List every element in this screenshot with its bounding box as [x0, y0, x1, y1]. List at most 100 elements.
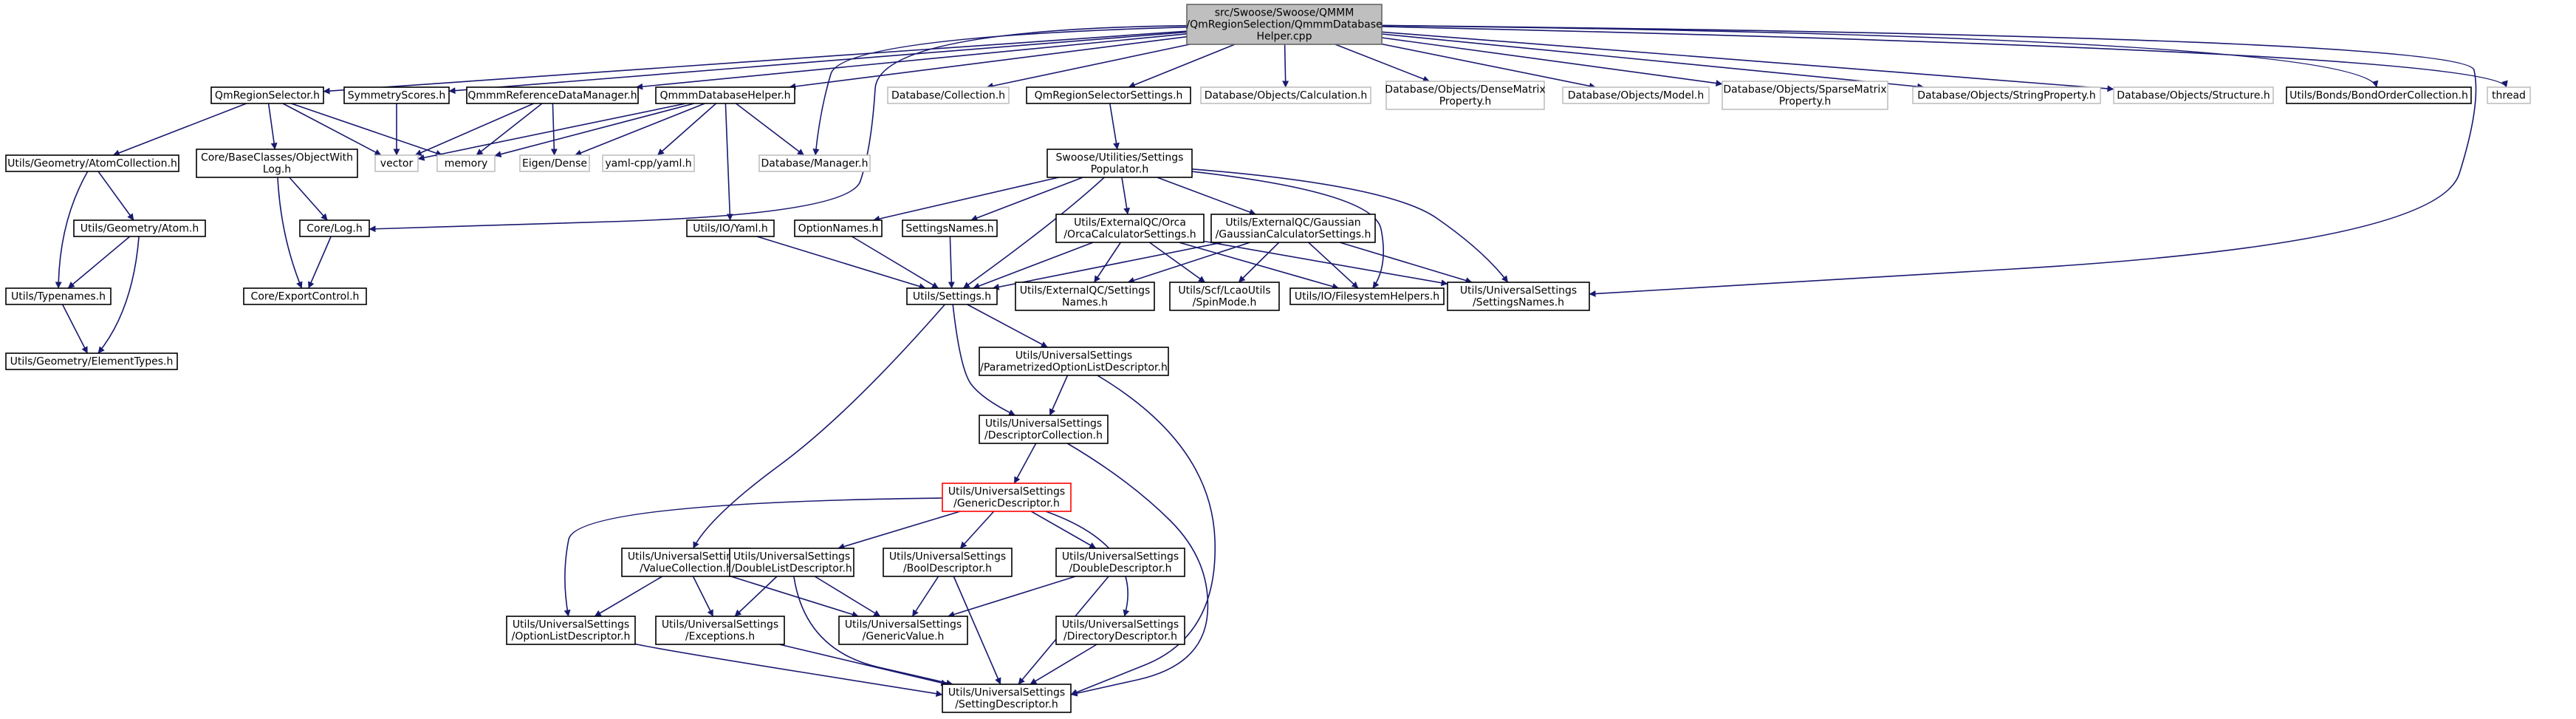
- node-label-line: /DescriptorCollection.h: [984, 430, 1103, 442]
- node-box: [1046, 149, 1193, 178]
- edge-objectwithlog_h-to-core_log_h: [289, 177, 328, 221]
- node-label-line: Utils/Bonds/BondOrderCollection.h: [2289, 90, 2468, 102]
- node-label-line: Database/Objects/Calculation.h: [1205, 90, 1368, 102]
- edge-atomcollection_h-to-typenames_h: [55, 171, 89, 289]
- node-elementtypes-h[interactable]: Utils/Geometry/ElementTypes.h: [5, 352, 178, 370]
- node-utils-settings-h[interactable]: Utils/Settings.h: [906, 287, 998, 305]
- node-database-model-h: Database/Objects/Model.h: [1562, 86, 1710, 104]
- node-descriptorcollection-h[interactable]: Utils/UniversalSettings/DescriptorCollec…: [979, 415, 1109, 444]
- node-label-line: Database/Manager.h: [761, 158, 869, 170]
- node-label-line: Utils/UniversalSettings: [513, 619, 629, 631]
- node-universal-settingsnames-h[interactable]: Utils/UniversalSettings/SettingsNames.h: [1447, 282, 1590, 311]
- node-atom-h[interactable]: Utils/Geometry/Atom.h: [73, 219, 206, 237]
- node-qmregionselectorsettings-h[interactable]: QmRegionSelectorSettings.h: [1026, 86, 1191, 104]
- node-root[interactable]: src/Swoose/Swoose/QMMM/QmRegionSelection…: [1186, 4, 1383, 45]
- node-atomcollection-h[interactable]: Utils/Geometry/AtomCollection.h: [5, 154, 179, 172]
- node-box: [1722, 81, 1888, 110]
- node-label-line: QmRegionSelector.h: [215, 90, 320, 102]
- edge-directorydescriptor_h-to-settingdescriptor_h: [1030, 644, 1097, 685]
- node-doublelistdescriptor-h[interactable]: Utils/UniversalSettings/DoubleListDescri…: [729, 548, 854, 577]
- edge-qmmmreferencedatamanager_h-to-eigen_dense: [550, 103, 558, 156]
- node-doubledescriptor-h[interactable]: Utils/UniversalSettings/DoubleDescriptor…: [1055, 548, 1185, 577]
- node-box: [436, 154, 496, 172]
- node-box: [506, 616, 636, 645]
- edge-root-to-bondordercollection_h: [1381, 24, 2379, 88]
- node-label-line: /GaussianCalculatorSettings.h: [1216, 229, 1371, 241]
- node-box: [2113, 86, 2274, 104]
- node-settingdescriptor-h[interactable]: Utils/UniversalSettings/SettingDescripto…: [942, 684, 1072, 713]
- node-label-line: Utils/Settings.h: [913, 291, 991, 303]
- node-box: [1055, 548, 1185, 577]
- node-eigen-dense: Eigen/Dense: [519, 154, 590, 172]
- node-utils-io-yaml-h[interactable]: Utils/IO/Yaml.h: [686, 219, 775, 237]
- node-typenames-h[interactable]: Utils/Typenames.h: [5, 287, 112, 305]
- node-exceptions-h[interactable]: Utils/UniversalSettings/Exceptions.h: [655, 616, 785, 645]
- node-label-line: QmmmDatabaseHelper.h: [660, 90, 790, 102]
- node-label-line: Utils/UniversalSettings: [1015, 350, 1132, 362]
- node-database-structure-h: Database/Objects/Structure.h: [2113, 86, 2274, 104]
- node-orcacalculatorsettings-h[interactable]: Utils/ExternalQC/Orca/OrcaCalculatorSett…: [1055, 214, 1205, 243]
- edge-atom_h-to-typenames_h: [67, 236, 131, 289]
- edge-utils_settings_h-to-parametrizedoptionlistdescriptor_h: [967, 304, 1048, 348]
- edge-qmmmdatabasehelper_h-to-vector: [417, 103, 686, 161]
- edge-orcacalculatorsettings_h-to-filesystemhelpers_h: [1179, 242, 1340, 290]
- node-optionlistdescriptor-h[interactable]: Utils/UniversalSettings/OptionListDescri…: [506, 616, 636, 645]
- edge-gaussiancalculatorsettings_h-to-filesystemhelpers_h: [1308, 242, 1359, 289]
- node-symmetryscores-h[interactable]: SymmetryScores.h: [343, 86, 450, 104]
- edge-utils_io_yaml_h-to-utils_settings_h: [756, 236, 926, 290]
- node-label-line: Utils/UniversalSettings: [1062, 551, 1179, 563]
- node-core-log-h[interactable]: Core/Log.h: [299, 219, 370, 237]
- node-gaussiancalculatorsettings-h[interactable]: Utils/ExternalQC/Gaussian/GaussianCalcul…: [1210, 214, 1376, 243]
- edge-qmregionselectorsettings_h-to-settingspopulator_h: [1109, 103, 1120, 150]
- node-optionnames-h[interactable]: OptionNames.h: [794, 219, 883, 237]
- node-qmmmdatabasehelper-h[interactable]: QmmmDatabaseHelper.h: [655, 86, 795, 104]
- node-label-line: Utils/UniversalSettings: [628, 551, 744, 563]
- edge-settingsnames_h-to-utils_settings_h: [948, 236, 955, 289]
- node-bondordercollection-h[interactable]: Utils/Bonds/BondOrderCollection.h: [2286, 86, 2472, 104]
- node-box: [2286, 86, 2472, 104]
- node-qmregionselector-h[interactable]: QmRegionSelector.h: [210, 86, 324, 104]
- node-genericdescriptor-h[interactable]: Utils/UniversalSettings/GenericDescripto…: [942, 483, 1072, 512]
- node-box: [1912, 86, 2101, 104]
- node-box: [1289, 287, 1445, 305]
- edge-orcacalculatorsettings_h-to-universal_settingsnames_h: [1203, 240, 1448, 287]
- node-core-exportcontrol-h[interactable]: Core/ExportControl.h: [243, 287, 367, 305]
- node-box: [1055, 214, 1205, 243]
- node-spinmode-h[interactable]: Utils/Scf/LcaoUtils/SpinMode.h: [1169, 282, 1280, 311]
- node-label-line: Utils/Typenames.h: [11, 291, 106, 303]
- node-parametrizedoptionlistdescriptor-h[interactable]: Utils/UniversalSettings/ParametrizedOpti…: [979, 347, 1169, 376]
- edge-root-to-database_model_h: [1381, 43, 1596, 89]
- node-box: [5, 352, 178, 370]
- node-label-line: Database/Objects/SparseMatrix: [1723, 84, 1886, 96]
- node-box: [942, 483, 1072, 512]
- node-label-line: src/Swoose/Swoose/QMMM: [1215, 7, 1354, 19]
- node-box: [902, 219, 998, 237]
- edge-qmmmdatabasehelper_h-to-database_manager_h: [736, 103, 804, 156]
- node-label-line: Log.h: [263, 164, 291, 176]
- node-box: [73, 219, 206, 237]
- node-label-line: Utils/Geometry/Atom.h: [80, 223, 199, 235]
- node-qmmmreferencedatamanager-h[interactable]: QmmmReferenceDataManager.h: [466, 86, 639, 104]
- node-box: [1186, 4, 1383, 45]
- edge-descriptorcollection_h-to-genericdescriptor_h: [1013, 443, 1037, 484]
- edge-qmregionselector_h-to-atomcollection_h: [112, 103, 247, 157]
- node-filesystemhelpers-h[interactable]: Utils/IO/FilesystemHelpers.h: [1289, 287, 1445, 305]
- edge-root-to-database_collection_h: [986, 44, 1191, 89]
- node-settingsnames-h[interactable]: SettingsNames.h: [902, 219, 998, 237]
- node-externalqc-settingsnames-h[interactable]: Utils/ExternalQC/SettingsNames.h: [1015, 282, 1155, 311]
- node-label-line: Utils/ExternalQC/Settings: [1020, 285, 1151, 297]
- node-label-line: /BoolDescriptor.h: [903, 563, 992, 575]
- node-label-line: Utils/ExternalQC/Orca: [1074, 217, 1186, 229]
- node-directorydescriptor-h[interactable]: Utils/UniversalSettings/DirectoryDescrip…: [1055, 616, 1185, 645]
- node-genericvalue-h[interactable]: Utils/UniversalSettings/GenericValue.h: [838, 616, 968, 645]
- node-booldescriptor-h[interactable]: Utils/UniversalSettings/BoolDescriptor.h: [883, 548, 1013, 577]
- node-label-line: /SettingsNames.h: [1473, 297, 1564, 309]
- edge-qmregionselector_h-to-memory: [290, 103, 443, 157]
- node-label-line: OptionNames.h: [798, 223, 879, 235]
- edge-orcacalculatorsettings_h-to-externalqc_settingsnames_h: [1093, 242, 1122, 283]
- node-label-line: Utils/Geometry/AtomCollection.h: [7, 158, 177, 170]
- edge-exceptions_h-to-settingdescriptor_h: [778, 644, 948, 686]
- node-box: [243, 287, 367, 305]
